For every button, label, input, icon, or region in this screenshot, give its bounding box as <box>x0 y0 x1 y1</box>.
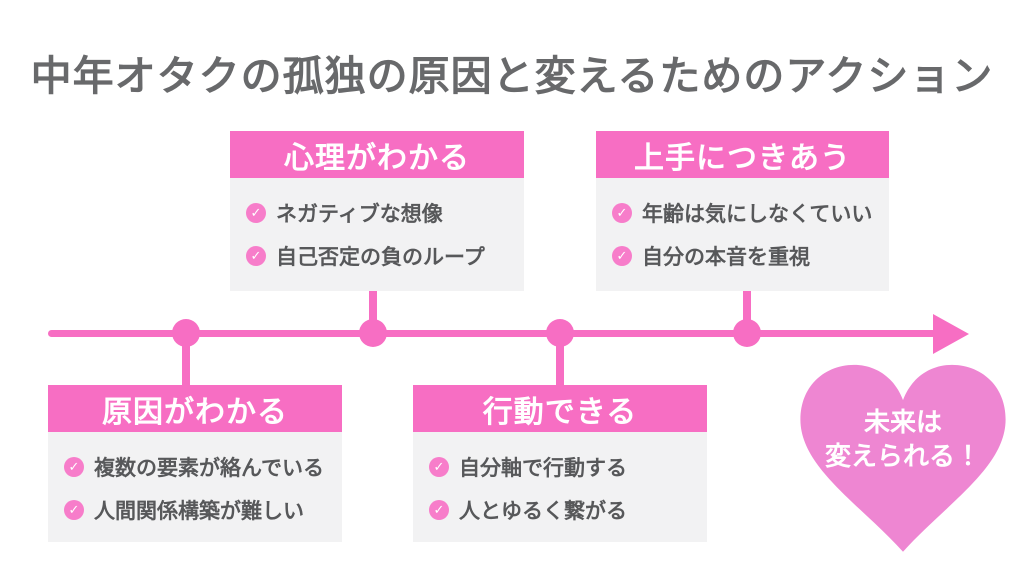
box-causes-body: ✓ 複数の要素が絡んでいる ✓ 人間関係構築が難しい <box>48 432 342 542</box>
box-causes: 原因がわかる ✓ 複数の要素が絡んでいる ✓ 人間関係構築が難しい <box>48 385 342 542</box>
list-item-label: 自分軸で行動する <box>459 457 627 480</box>
check-icon: ✓ <box>246 246 266 266</box>
box-relationships: 上手につきあう ✓ 年齢は気にしなくていい ✓ 自分の本音を重視 <box>596 131 889 291</box>
list-item-label: 年齢は気にしなくていい <box>642 203 873 226</box>
connector-action <box>556 333 564 386</box>
list-item: ✓ ネガティブな想像 <box>246 198 516 228</box>
timeline-line <box>48 330 936 337</box>
connector-psychology <box>369 291 377 333</box>
list-item-label: 自分の本音を重視 <box>642 246 810 269</box>
box-action-header: 行動できる <box>413 385 707 432</box>
timeline-node <box>733 319 761 347</box>
list-item-label: 人間関係構築が難しい <box>94 500 304 523</box>
list-item: ✓ 自分の本音を重視 <box>612 241 881 271</box>
box-psychology-body: ✓ ネガティブな想像 ✓ 自己否定の負のループ <box>230 178 524 291</box>
box-action: 行動できる ✓ 自分軸で行動する ✓ 人とゆるく繋がる <box>413 385 707 542</box>
check-icon: ✓ <box>64 500 84 520</box>
list-item-label: ネガティブな想像 <box>276 203 443 226</box>
check-icon: ✓ <box>612 203 632 223</box>
page-title: 中年オタクの孤独の原因と変えるためのアクション <box>30 53 994 99</box>
box-action-body: ✓ 自分軸で行動する ✓ 人とゆるく繋がる <box>413 432 707 542</box>
list-item: ✓ 自己否定の負のループ <box>246 241 516 271</box>
connector-causes <box>182 333 190 386</box>
list-item-label: 人とゆるく繋がる <box>459 500 627 523</box>
list-item: ✓ 複数の要素が絡んでいる <box>64 452 334 482</box>
list-item: ✓ 自分軸で行動する <box>429 452 699 482</box>
heart-icon <box>789 358 1017 554</box>
check-icon: ✓ <box>429 457 449 477</box>
box-relationships-body: ✓ 年齢は気にしなくていい ✓ 自分の本音を重視 <box>596 178 889 291</box>
list-item-label: 複数の要素が絡んでいる <box>94 457 324 480</box>
list-item: ✓ 人間関係構築が難しい <box>64 495 334 525</box>
box-psychology: 心理がわかる ✓ ネガティブな想像 ✓ 自己否定の負のループ <box>230 131 524 291</box>
list-item-label: 自己否定の負のループ <box>276 246 485 269</box>
check-icon: ✓ <box>64 457 84 477</box>
timeline-arrowhead-icon <box>933 314 969 354</box>
timeline-node <box>359 319 387 347</box>
heart-message-line2: 変えられる！ <box>824 441 981 471</box>
timeline-node <box>172 319 200 347</box>
connector-relationships <box>743 291 751 333</box>
heart-message-line1: 未来は <box>863 407 942 437</box>
check-icon: ✓ <box>429 500 449 520</box>
list-item: ✓ 人とゆるく繋がる <box>429 495 699 525</box>
check-icon: ✓ <box>612 246 632 266</box>
box-relationships-header: 上手につきあう <box>596 131 889 178</box>
check-icon: ✓ <box>246 203 266 223</box>
heart-message: 未来は 変えられる！ <box>789 405 1017 473</box>
list-item: ✓ 年齢は気にしなくていい <box>612 198 881 228</box>
box-psychology-header: 心理がわかる <box>230 131 524 178</box>
timeline-node <box>546 319 574 347</box>
box-causes-header: 原因がわかる <box>48 385 342 432</box>
